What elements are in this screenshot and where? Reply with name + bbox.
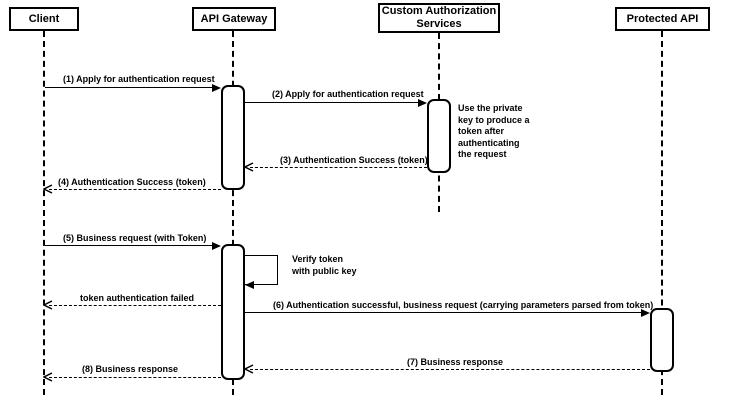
arrowhead-icon xyxy=(245,281,254,289)
message-arrow-1 xyxy=(45,87,212,88)
self-message-loop xyxy=(245,255,278,285)
message-arrow-5 xyxy=(45,245,212,246)
message-arrow-3 xyxy=(250,167,427,168)
activation-custom-auth xyxy=(427,99,451,173)
message-label-2: (2) Apply for authentication request xyxy=(272,89,424,99)
lifeline-protected-api xyxy=(661,31,663,395)
message-arrow-6 xyxy=(245,312,641,313)
actor-api-gateway: API Gateway xyxy=(192,7,276,31)
activation-api-gateway-business xyxy=(221,244,245,380)
activation-protected-api xyxy=(650,308,674,372)
arrowhead-icon xyxy=(244,162,254,172)
message-arrow-2 xyxy=(245,102,418,103)
arrowhead-icon xyxy=(212,84,221,92)
message-label-4: (4) Authentication Success (token) xyxy=(58,177,206,187)
message-label-1: (1) Apply for authentication request xyxy=(63,74,215,84)
message-arrow-4 xyxy=(49,189,221,190)
message-arrow-8 xyxy=(49,377,221,378)
message-label-3: (3) Authentication Success (token) xyxy=(280,155,428,165)
self-message-label: Verify token with public key xyxy=(292,254,357,276)
message-label-6: (6) Authentication successful, business … xyxy=(273,300,654,310)
arrowhead-icon xyxy=(418,99,427,107)
arrowhead-icon xyxy=(43,300,53,310)
lifeline-client xyxy=(43,31,45,395)
activation-api-gateway-auth xyxy=(221,85,245,190)
arrowhead-icon xyxy=(641,309,650,317)
lifeline-api-gateway xyxy=(232,31,234,395)
message-label-8: (8) Business response xyxy=(82,364,179,374)
actor-custom-authorization-services: Custom Authorization Services xyxy=(378,3,500,33)
arrowhead-icon xyxy=(244,364,254,374)
arrowhead-icon xyxy=(212,242,221,250)
actor-client: Client xyxy=(9,7,79,31)
note-private-key: Use the private key to produce a token a… xyxy=(458,103,530,159)
message-label-7: (7) Business response xyxy=(407,357,504,367)
message-arrow-token-failed xyxy=(49,305,221,306)
arrowhead-icon xyxy=(43,372,53,382)
message-label-5: (5) Business request (with Token) xyxy=(63,233,207,243)
message-label-token-failed: token authentication failed xyxy=(80,293,195,303)
message-arrow-7 xyxy=(250,369,650,370)
arrowhead-icon xyxy=(43,184,53,194)
actor-protected-api: Protected API xyxy=(615,7,710,31)
